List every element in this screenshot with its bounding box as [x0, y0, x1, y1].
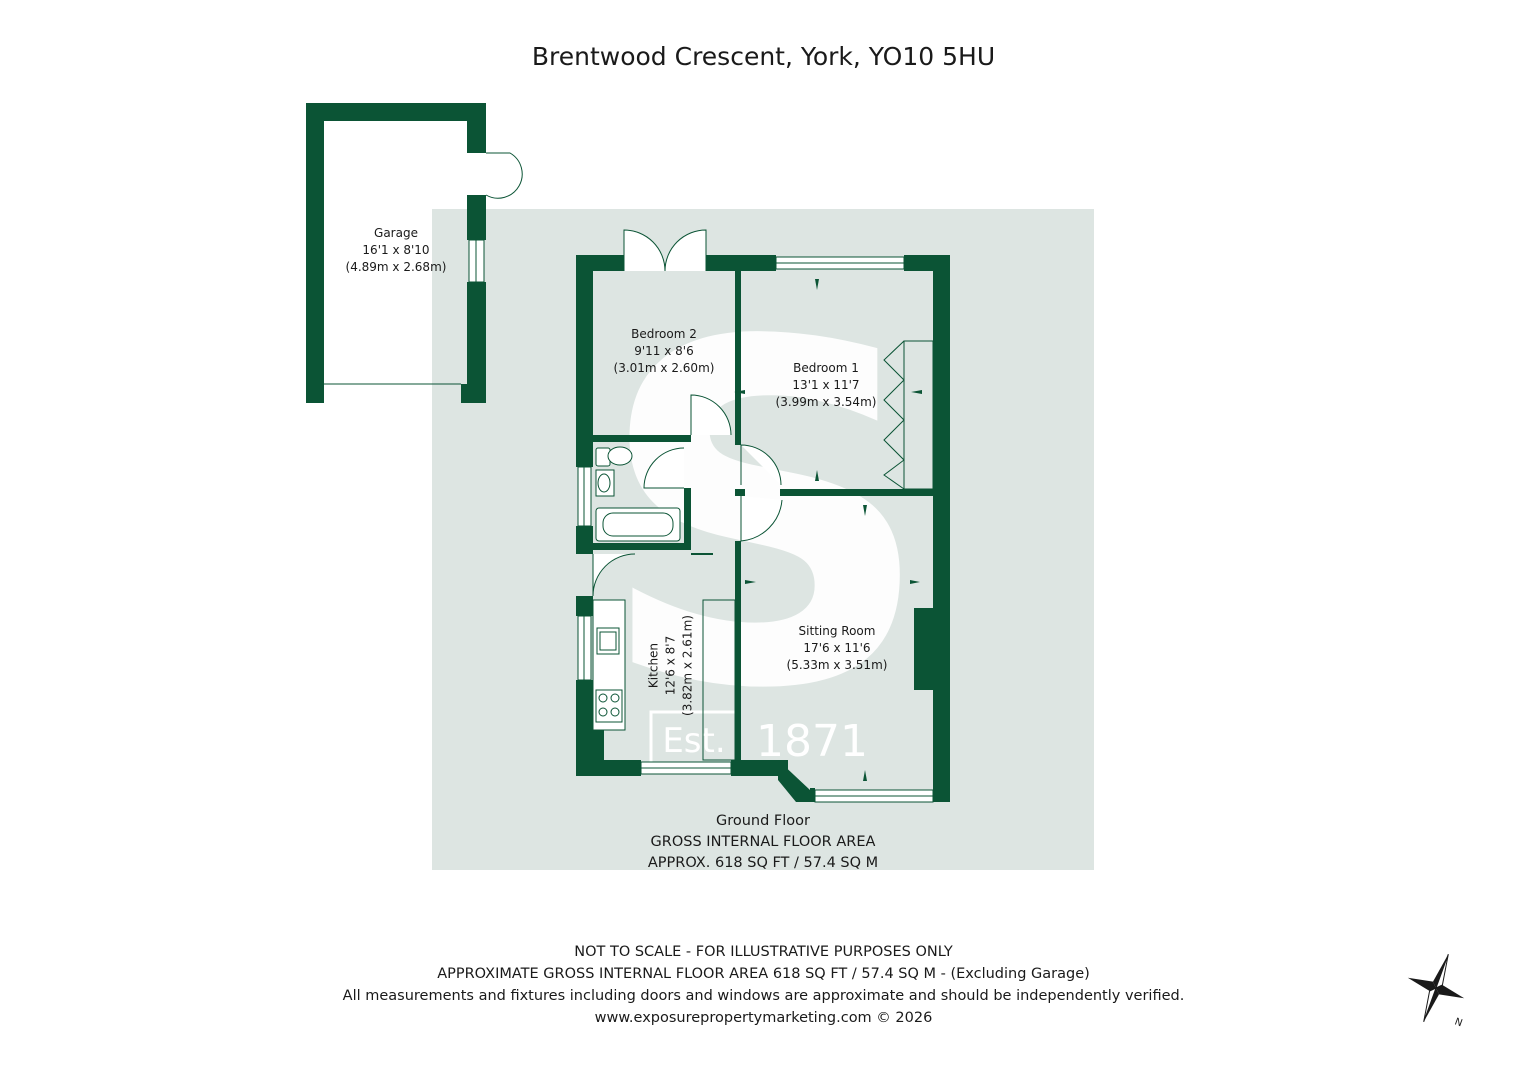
room-dims-metric-garage: (4.89m x 2.68m)	[345, 260, 447, 274]
room-label-bedroom1: Bedroom 1 13'1 x 11'7 (3.99m x 3.54m)	[766, 360, 886, 411]
disclaimer-footer: NOT TO SCALE - FOR ILLUSTRATIVE PURPOSES…	[0, 941, 1527, 1029]
room-dims-imperial-kitchen: 12'6 x 8'7	[663, 635, 678, 696]
room-label-kitchen: Kitchen 12'6 x 8'7 (3.82m x 2.61m)	[646, 611, 697, 721]
garage-door-swing	[485, 152, 523, 199]
room-name-bedroom1: Bedroom 1	[793, 361, 859, 375]
footer-website-link[interactable]: www.exposurepropertymarketing.com © 2026	[594, 1010, 933, 1026]
footer-total-area: APPROXIMATE GROSS INTERNAL FLOOR AREA 61…	[437, 966, 1090, 982]
compass-rose: N	[1407, 954, 1465, 1029]
room-dims-imperial-bedroom2: 9'11 x 8'6	[634, 344, 694, 358]
room-label-garage: Garage 16'1 x 8'10 (4.89m x 2.68m)	[336, 225, 456, 276]
plan-title: Brentwood Crescent, York, YO10 5HU	[531, 42, 996, 71]
room-dims-imperial-garage: 16'1 x 8'10	[362, 243, 430, 257]
dimension-arrows	[734, 279, 922, 781]
house-walls	[576, 255, 950, 802]
room-name-sitting-room: Sitting Room	[798, 624, 876, 638]
room-dims-metric-bedroom1: (3.99m x 3.54m)	[775, 395, 877, 409]
room-label-bedroom2: Bedroom 2 9'11 x 8'6 (3.01m x 2.60m)	[604, 326, 724, 377]
floor-caption: Ground Floor GROSS INTERNAL FLOOR AREA A…	[432, 811, 1094, 874]
room-name-bedroom2: Bedroom 2	[631, 327, 697, 341]
compass-north-label: N	[1453, 1016, 1464, 1029]
garage-walls	[306, 103, 486, 403]
room-dims-metric-sitting-room: (5.33m x 3.51m)	[786, 658, 888, 672]
floor-area-value: APPROX. 618 SQ FT / 57.4 SQ M	[647, 855, 879, 871]
fixtures	[592, 340, 934, 761]
room-dims-imperial-bedroom1: 13'1 x 11'7	[792, 378, 860, 392]
floor-name: Ground Floor	[715, 813, 811, 829]
windows	[577, 256, 934, 803]
room-dims-metric-bedroom2: (3.01m x 2.60m)	[613, 361, 715, 375]
floor-backdrop	[432, 209, 1094, 870]
footer-not-to-scale: NOT TO SCALE - FOR ILLUSTRATIVE PURPOSES…	[574, 944, 953, 960]
room-dims-imperial-sitting-room: 17'6 x 11'6	[803, 641, 871, 655]
room-name-garage: Garage	[374, 226, 418, 240]
footer-measurement-note: All measurements and fixtures including …	[342, 988, 1185, 1004]
watermark-est-text: Est.	[662, 721, 725, 761]
watermark-year: 1871	[756, 716, 868, 767]
room-name-kitchen: Kitchen	[646, 642, 661, 689]
room-label-sitting-room: Sitting Room 17'6 x 11'6 (5.33m x 3.51m)	[777, 623, 897, 674]
room-dims-metric-kitchen: (3.82m x 2.61m)	[680, 615, 695, 716]
doors	[592, 229, 783, 597]
floor-area-heading: GROSS INTERNAL FLOOR AREA	[650, 834, 876, 850]
